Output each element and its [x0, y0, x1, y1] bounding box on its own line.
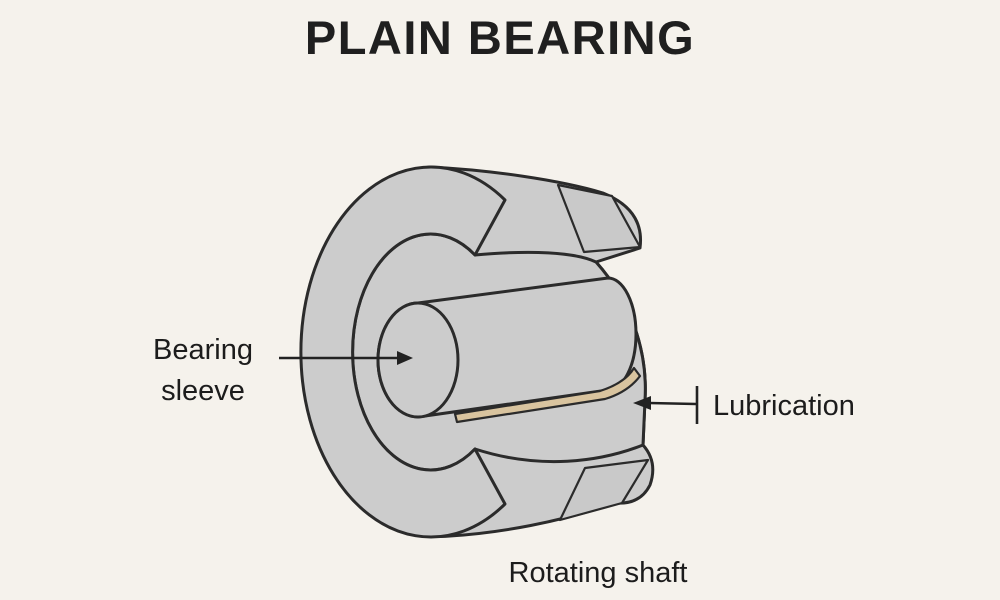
lubrication-film	[453, 366, 642, 424]
sleeve-front-face	[299, 165, 507, 539]
bearing-sleeve-arrowhead	[397, 351, 413, 365]
page-title: PLAIN BEARING	[304, 11, 696, 64]
bearing-sleeve-label: Bearing sleeve	[153, 334, 253, 408]
sleeve-upper-cut-face	[556, 183, 642, 254]
shaft-end-face	[376, 301, 460, 419]
lubrication-arrowhead	[633, 396, 651, 410]
lubrication-label: Lubrication	[713, 390, 855, 422]
rotating-shaft-label: Rotating shaft	[508, 557, 688, 589]
lubrication-arrow	[648, 401, 697, 406]
sleeve-lower-cut-face	[558, 458, 650, 522]
